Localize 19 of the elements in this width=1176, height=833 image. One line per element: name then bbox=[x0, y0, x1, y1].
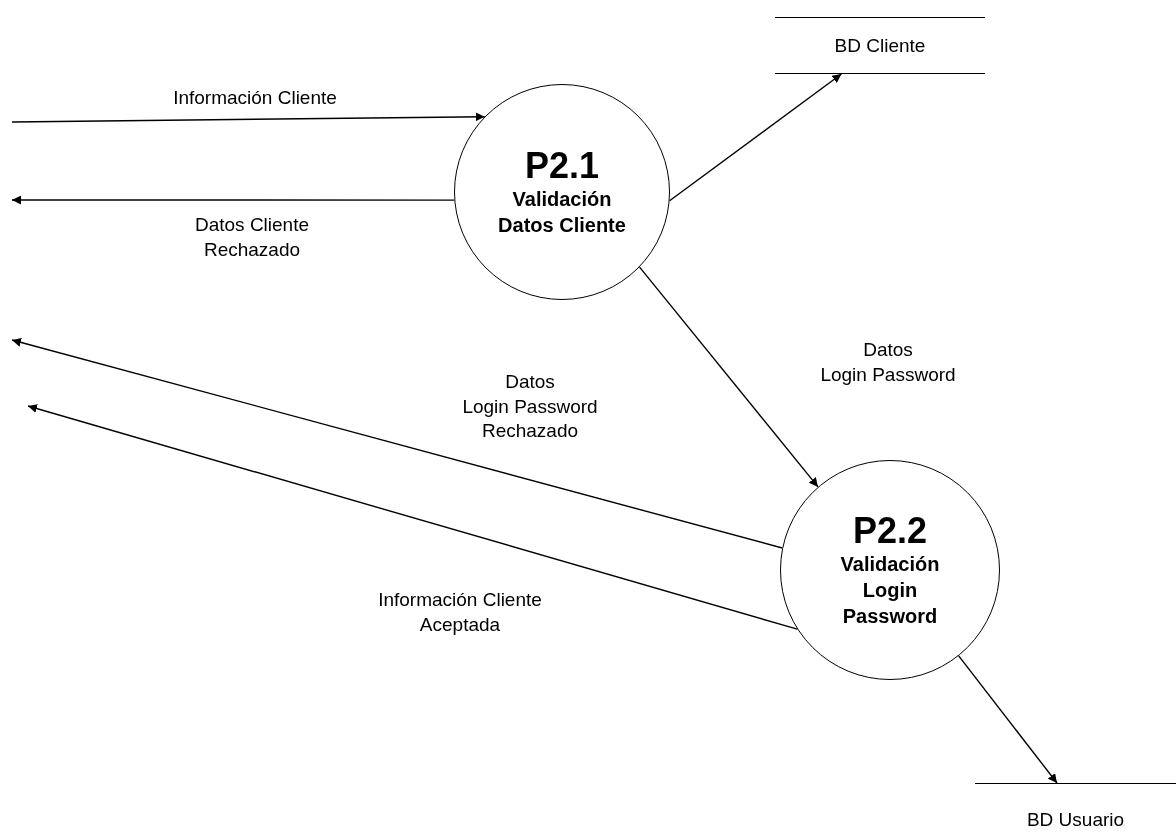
process-id: P2.2 bbox=[852, 511, 928, 551]
arrow bbox=[638, 266, 819, 488]
edge-label: Información Cliente bbox=[173, 86, 337, 110]
process-id: P2.1 bbox=[524, 146, 600, 186]
process-name: Validación Login Password bbox=[840, 551, 940, 629]
data-store-label: BD Cliente bbox=[834, 34, 926, 57]
data-store-label: BD Usuario bbox=[1026, 809, 1125, 831]
edge-label: Datos Login Password bbox=[820, 338, 956, 387]
arrow bbox=[11, 195, 455, 205]
arrow bbox=[958, 655, 1058, 784]
edge-label: Información Cliente Aceptada bbox=[378, 588, 542, 637]
edge-label: Datos Login Password Rechazado bbox=[462, 370, 598, 444]
arrow bbox=[11, 112, 486, 123]
arrow bbox=[27, 404, 798, 630]
arrow bbox=[11, 338, 783, 549]
edge-label: Datos Cliente Rechazado bbox=[194, 213, 310, 262]
arrow bbox=[668, 73, 843, 202]
process-name: Validación Datos Cliente bbox=[498, 186, 626, 238]
data-store bbox=[775, 17, 985, 74]
